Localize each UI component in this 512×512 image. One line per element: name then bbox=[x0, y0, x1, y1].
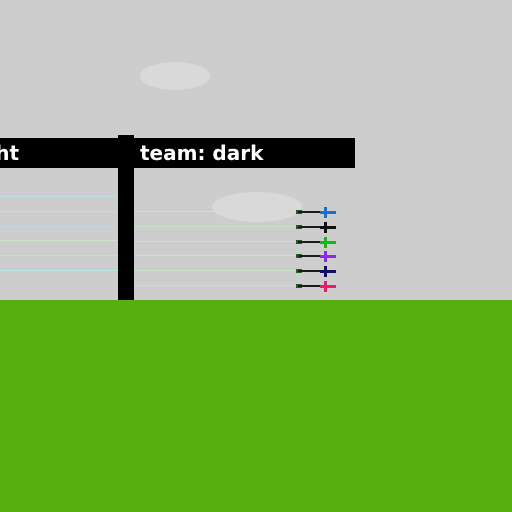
player-arm bbox=[298, 211, 326, 213]
sword-guard bbox=[324, 251, 327, 262]
team-dark-banner: team: dark bbox=[134, 138, 355, 168]
sword-guard bbox=[324, 266, 327, 277]
sword-guard bbox=[324, 281, 327, 292]
team-light-banner: team: light bbox=[0, 138, 118, 168]
player-arm bbox=[298, 241, 326, 243]
lane-line bbox=[0, 196, 118, 197]
lane-line bbox=[0, 240, 118, 241]
lane-line bbox=[134, 211, 298, 212]
lane-line bbox=[134, 285, 298, 286]
player-arm bbox=[298, 285, 326, 287]
player-arm bbox=[298, 270, 326, 272]
team-light-label: team: light bbox=[0, 141, 19, 165]
sword-blade bbox=[320, 241, 336, 244]
cloud bbox=[140, 62, 210, 90]
lane-line bbox=[0, 211, 118, 212]
sword-blade bbox=[320, 211, 336, 214]
sword-guard bbox=[324, 237, 327, 248]
player-arm bbox=[298, 255, 326, 257]
sword-guard bbox=[324, 222, 327, 233]
divider-pole bbox=[118, 135, 134, 300]
sword-blade bbox=[320, 285, 336, 288]
lane-line bbox=[134, 255, 298, 256]
lane-line bbox=[0, 255, 118, 256]
lane-line bbox=[0, 270, 118, 271]
cloud bbox=[212, 192, 302, 222]
lane-line bbox=[134, 241, 298, 242]
lane-line bbox=[0, 226, 118, 227]
sword-guard bbox=[324, 207, 327, 218]
sword-blade bbox=[320, 226, 336, 229]
team-dark-label: team: dark bbox=[140, 141, 264, 165]
ground bbox=[0, 300, 512, 512]
player-arm bbox=[298, 226, 326, 228]
sword-blade bbox=[320, 270, 336, 273]
lane-line bbox=[134, 270, 298, 271]
sword-blade bbox=[320, 255, 336, 258]
lane-line bbox=[134, 226, 298, 227]
